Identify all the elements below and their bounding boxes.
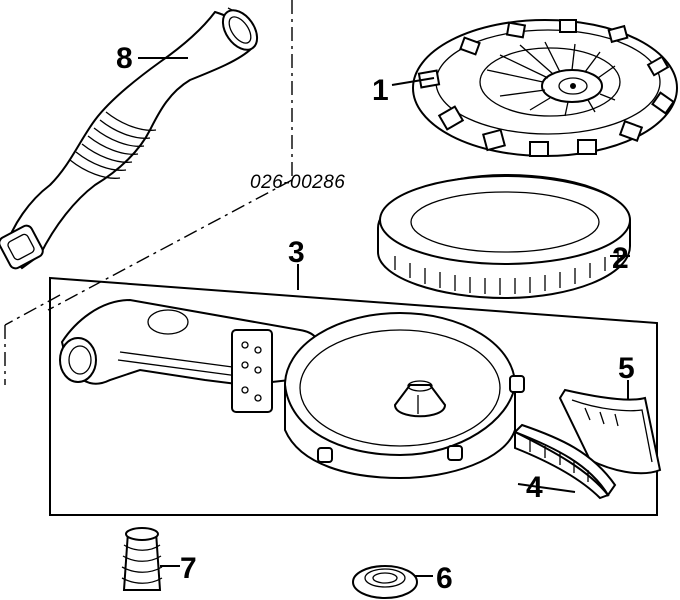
callout-8: 8 bbox=[116, 42, 133, 75]
spring-part bbox=[121, 527, 163, 591]
leader-lines bbox=[138, 57, 630, 577]
callout-3: 3 bbox=[288, 236, 305, 269]
callout-5: 5 bbox=[618, 352, 635, 385]
callout-6: 6 bbox=[436, 562, 453, 595]
callout-4: 4 bbox=[526, 471, 543, 504]
intake-hose-part bbox=[0, 7, 259, 270]
callout-1: 1 bbox=[372, 74, 389, 107]
grommet-part bbox=[352, 565, 418, 599]
callout-2: 2 bbox=[612, 242, 629, 275]
air-filter-element-part bbox=[377, 173, 631, 300]
duct-insert-part bbox=[558, 388, 662, 475]
air-cleaner-housing-part bbox=[49, 276, 658, 516]
air-cleaner-lid-part bbox=[412, 19, 678, 157]
screen-insert-part bbox=[513, 423, 617, 500]
part-number-label: 026-00286 bbox=[250, 172, 345, 193]
callout-7: 7 bbox=[180, 552, 197, 585]
